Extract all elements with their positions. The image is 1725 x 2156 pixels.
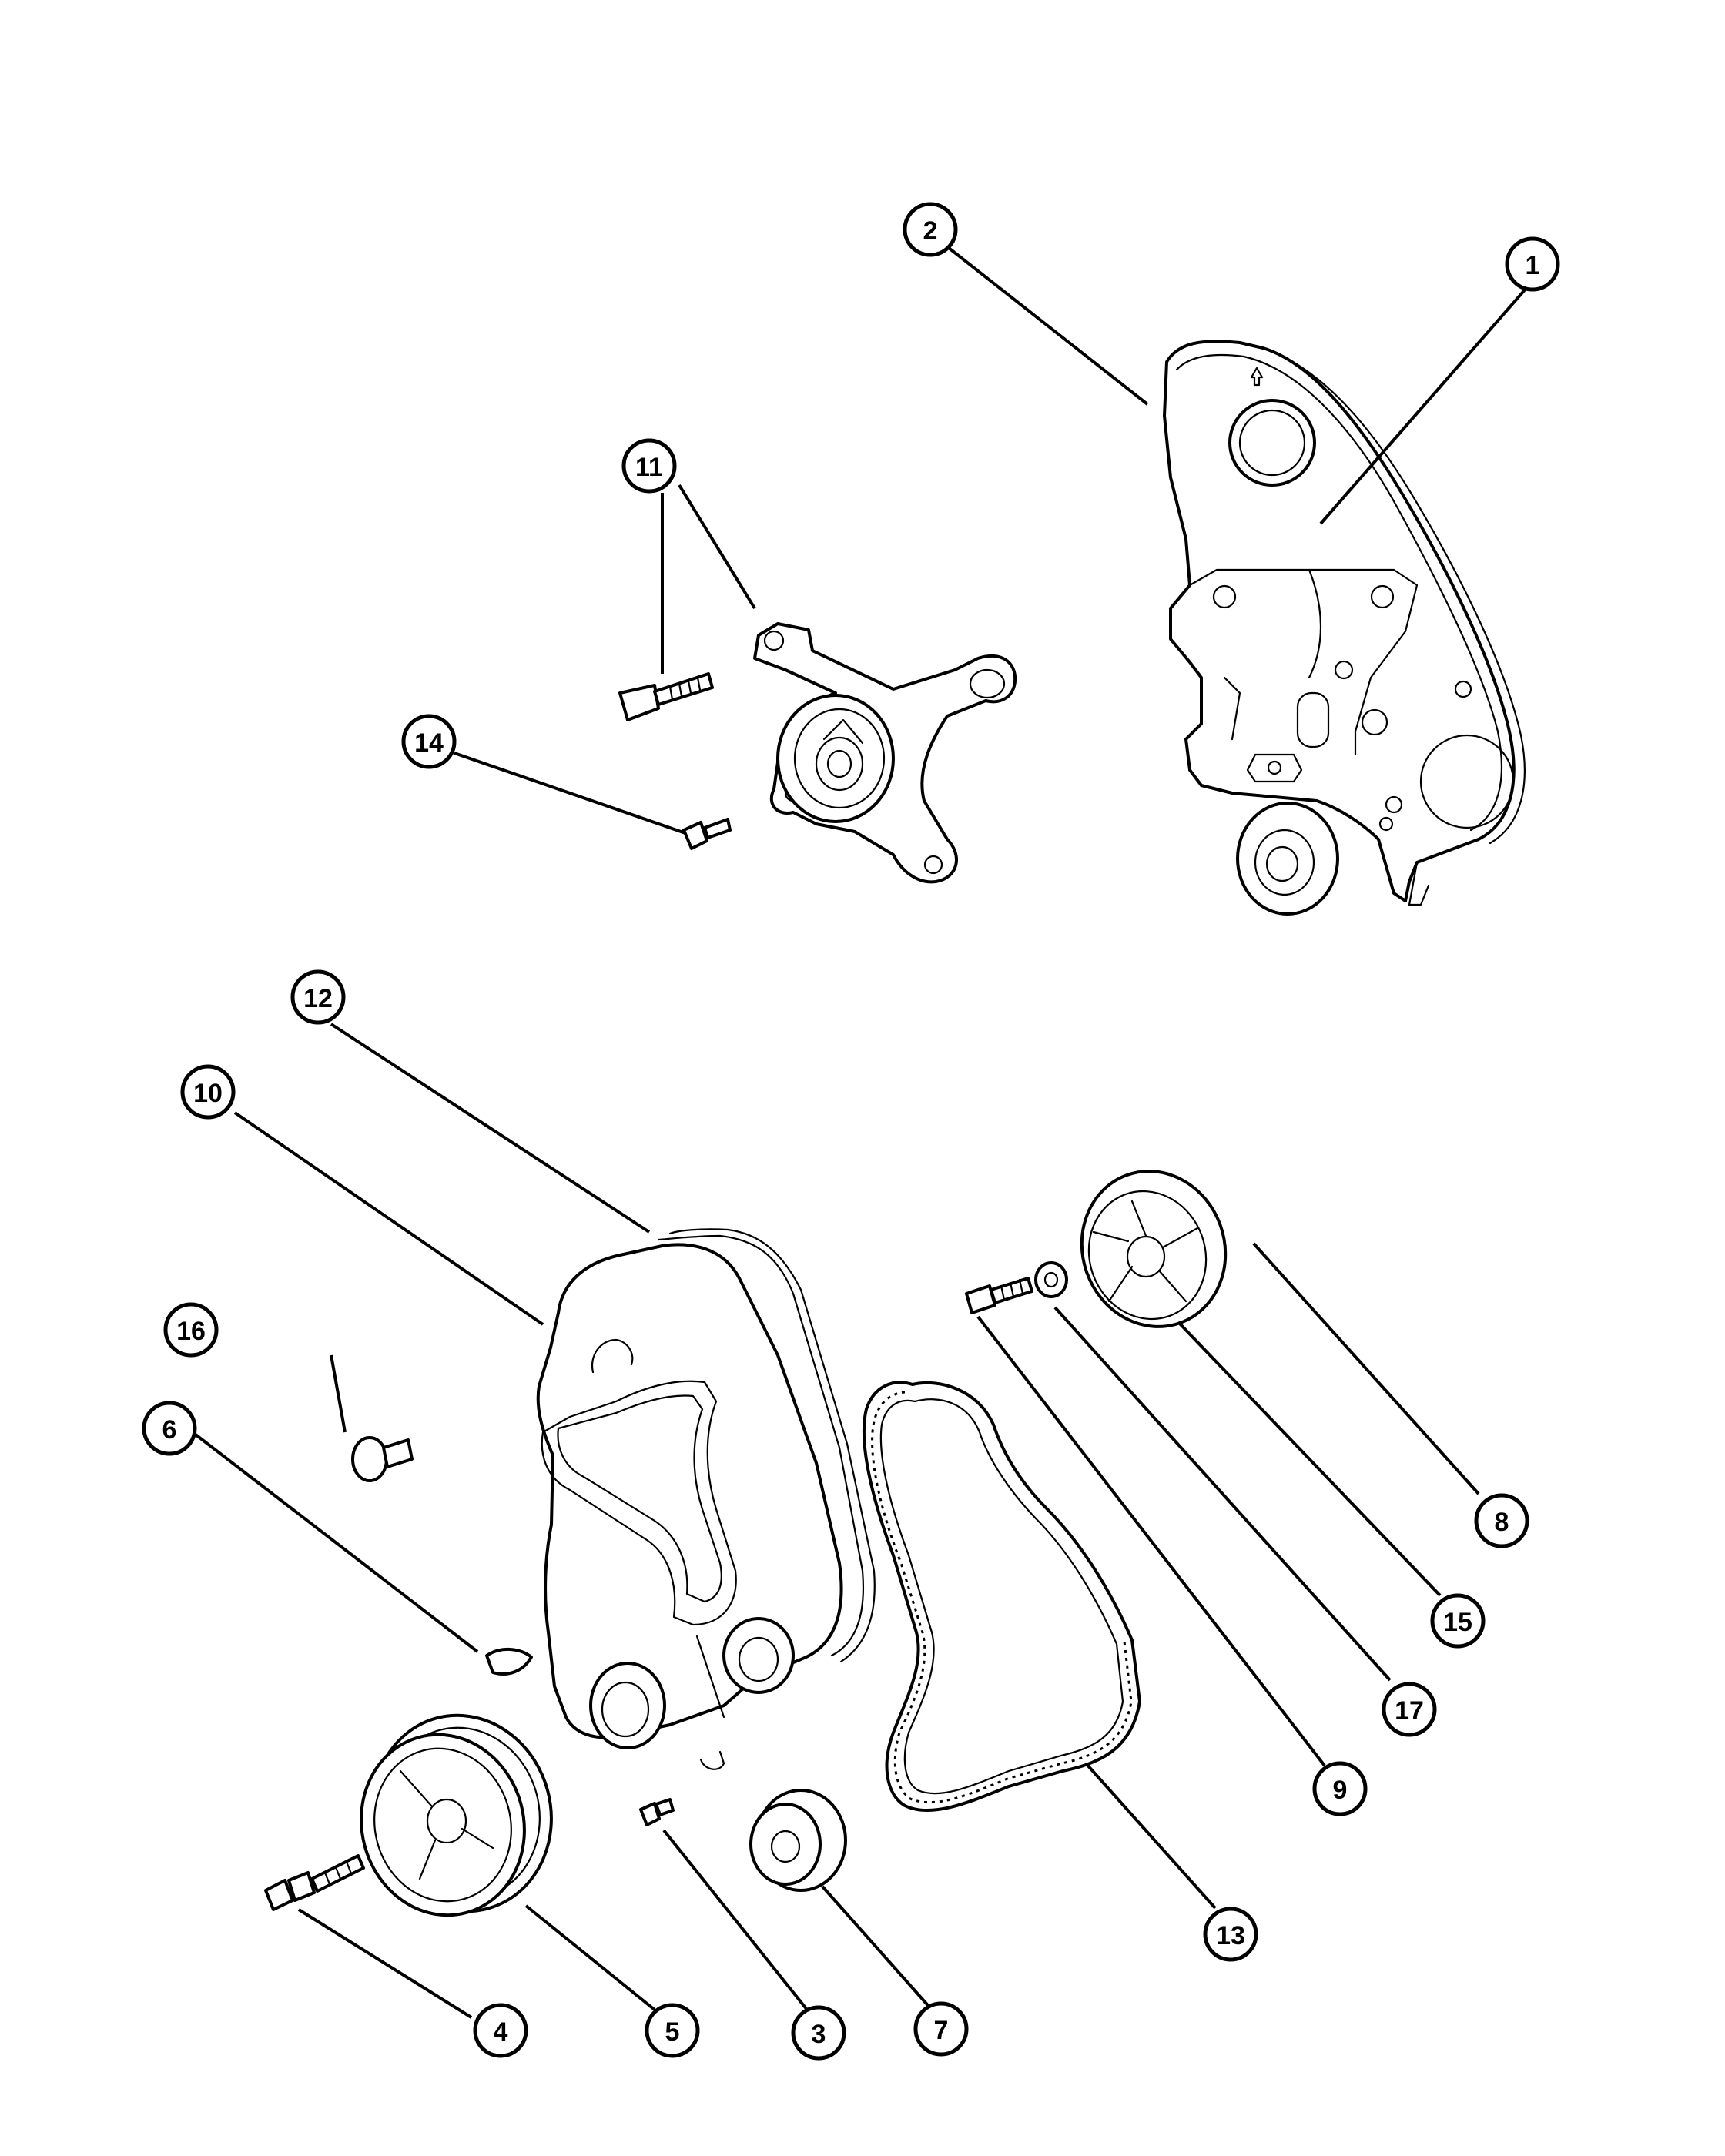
callout-3: 3 xyxy=(791,2005,846,2061)
callout-1: 1 xyxy=(1505,236,1560,292)
callout-6: 6 xyxy=(142,1401,197,1456)
callout-13: 13 xyxy=(1203,1907,1258,1962)
svg-text:7: 7 xyxy=(934,2016,949,2045)
sprocket-washer xyxy=(1034,1261,1068,1298)
callout-14: 14 xyxy=(401,714,457,769)
svg-text:4: 4 xyxy=(494,2017,508,2047)
svg-text:1: 1 xyxy=(1526,251,1540,280)
callout-10: 10 xyxy=(180,1064,236,1120)
push-pin-fastener xyxy=(351,1436,414,1482)
svg-text:8: 8 xyxy=(1495,1508,1509,1537)
timing-belt xyxy=(862,1381,1141,1813)
small-bolt-14 xyxy=(682,818,732,850)
svg-text:17: 17 xyxy=(1395,1696,1424,1726)
woodruff-key xyxy=(485,1647,533,1676)
callout-9: 9 xyxy=(1312,1761,1368,1816)
front-timing-cover xyxy=(536,1228,876,1770)
svg-text:14: 14 xyxy=(414,728,444,758)
svg-text:16: 16 xyxy=(176,1317,206,1346)
belt-tensioner-assembly xyxy=(753,622,1017,884)
svg-text:11: 11 xyxy=(635,453,663,482)
svg-text:2: 2 xyxy=(923,216,938,246)
callout-7: 7 xyxy=(913,2001,969,2057)
gear-sprocket-upper xyxy=(1236,802,1339,916)
camshaft-sprocket xyxy=(1080,1170,1228,1328)
rear-timing-cover xyxy=(1163,340,1526,906)
callout-2: 2 xyxy=(903,202,958,257)
leader-lines xyxy=(191,246,1534,2019)
svg-text:15: 15 xyxy=(1443,1608,1472,1637)
crankshaft-sprocket xyxy=(749,1789,847,1892)
callout-12: 12 xyxy=(290,969,346,1025)
svg-text:12: 12 xyxy=(303,984,333,1013)
callout-15: 15 xyxy=(1430,1593,1486,1649)
callout-5: 5 xyxy=(645,2003,700,2058)
crankshaft-pulley xyxy=(360,1713,553,1917)
callout-17: 17 xyxy=(1382,1682,1437,1737)
callout-4: 4 xyxy=(473,2003,528,2058)
svg-text:3: 3 xyxy=(812,2020,826,2049)
callout-16: 16 xyxy=(163,1302,219,1358)
crankshaft-bolt xyxy=(264,1854,365,1911)
svg-text:10: 10 xyxy=(193,1079,223,1108)
callout-11: 11 xyxy=(621,438,677,494)
svg-text:6: 6 xyxy=(162,1415,177,1445)
svg-text:5: 5 xyxy=(665,2017,680,2047)
sprocket-bolt xyxy=(965,1277,1033,1314)
callout-8: 8 xyxy=(1474,1493,1529,1548)
svg-text:9: 9 xyxy=(1333,1776,1348,1805)
small-bolt-3 xyxy=(639,1798,675,1826)
tensioner-bolt xyxy=(618,672,714,721)
svg-text:13: 13 xyxy=(1216,1921,1245,1950)
